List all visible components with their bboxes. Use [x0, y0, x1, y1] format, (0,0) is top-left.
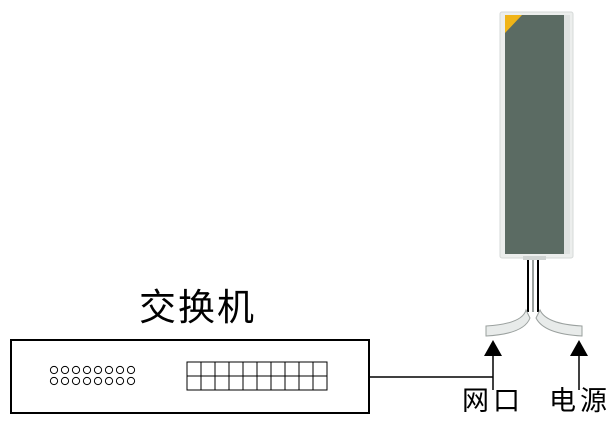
switch-port — [228, 375, 244, 391]
led-indicator — [93, 365, 103, 375]
led-indicator — [126, 365, 136, 375]
led-indicator — [93, 376, 103, 386]
switch-port — [298, 361, 314, 377]
switch-port — [228, 361, 244, 377]
led-indicator — [104, 376, 114, 386]
switch-led-grid — [49, 365, 136, 386]
speaker-grille — [505, 15, 564, 254]
switch-label: 交换机 — [139, 286, 256, 329]
switch-port — [256, 361, 272, 377]
switch-port — [284, 361, 300, 377]
led-indicator — [71, 376, 81, 386]
switch-port — [270, 375, 286, 391]
speaker-cable — [485, 260, 583, 337]
switch-port — [256, 375, 272, 391]
switch-port — [200, 361, 216, 377]
switch-port — [214, 375, 230, 391]
switch-port — [298, 375, 314, 391]
power-label: 电源 — [549, 386, 610, 417]
power-cable-end — [535, 308, 583, 337]
switch-port — [200, 375, 216, 391]
network-cable-end — [485, 308, 531, 337]
arrow-up-icon — [570, 340, 588, 390]
led-indicator — [115, 365, 125, 375]
network-port-label: 网口 — [462, 386, 524, 417]
switch-port-grid — [186, 361, 328, 391]
arrow-up-icon — [484, 340, 502, 390]
led-indicator — [60, 376, 70, 386]
led-indicator — [82, 376, 92, 386]
network-switch-icon — [10, 339, 370, 414]
led-indicator — [126, 376, 136, 386]
column-speaker-icon — [499, 11, 574, 260]
switch-port — [242, 361, 258, 377]
speaker-corner-accent — [505, 15, 522, 33]
led-indicator — [60, 365, 70, 375]
led-indicator — [49, 376, 59, 386]
switch-port — [270, 361, 286, 377]
led-indicator — [82, 365, 92, 375]
switch-port — [214, 361, 230, 377]
switch-port — [312, 375, 328, 391]
led-indicator — [71, 365, 81, 375]
led-indicator — [104, 365, 114, 375]
switch-port — [186, 361, 202, 377]
led-indicator — [115, 376, 125, 386]
led-indicator — [49, 365, 59, 375]
switch-port — [312, 361, 328, 377]
switch-port — [284, 375, 300, 391]
switch-port — [186, 375, 202, 391]
switch-port — [242, 375, 258, 391]
